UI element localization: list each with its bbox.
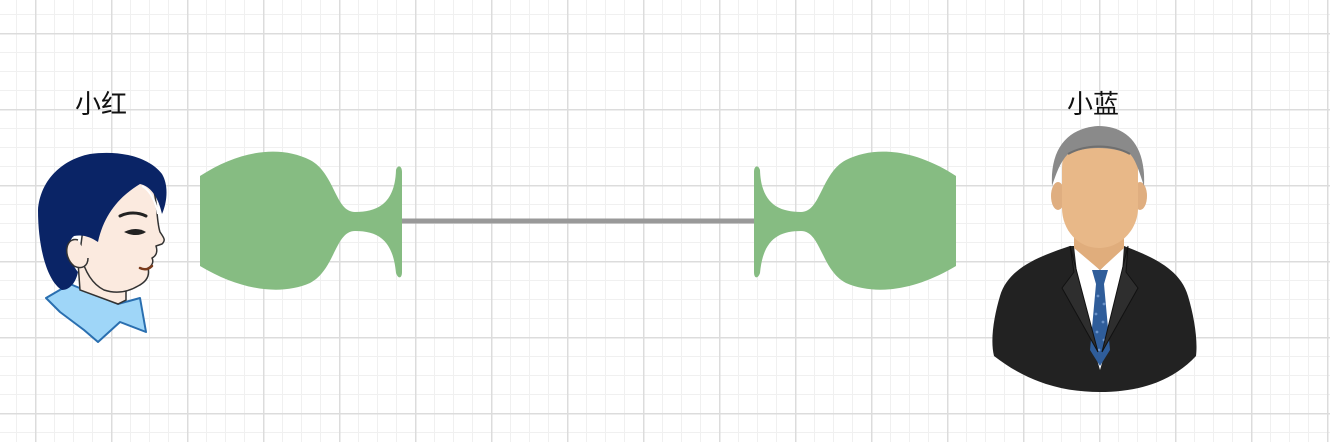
person-label-left: 小红 [75, 90, 128, 120]
businessman-icon [992, 126, 1197, 392]
right-cup-icon [754, 151, 956, 290]
person-label-right: 小蓝 [1067, 90, 1120, 120]
young-man-side-profile-icon [38, 152, 167, 343]
left-cup-icon [200, 151, 402, 290]
